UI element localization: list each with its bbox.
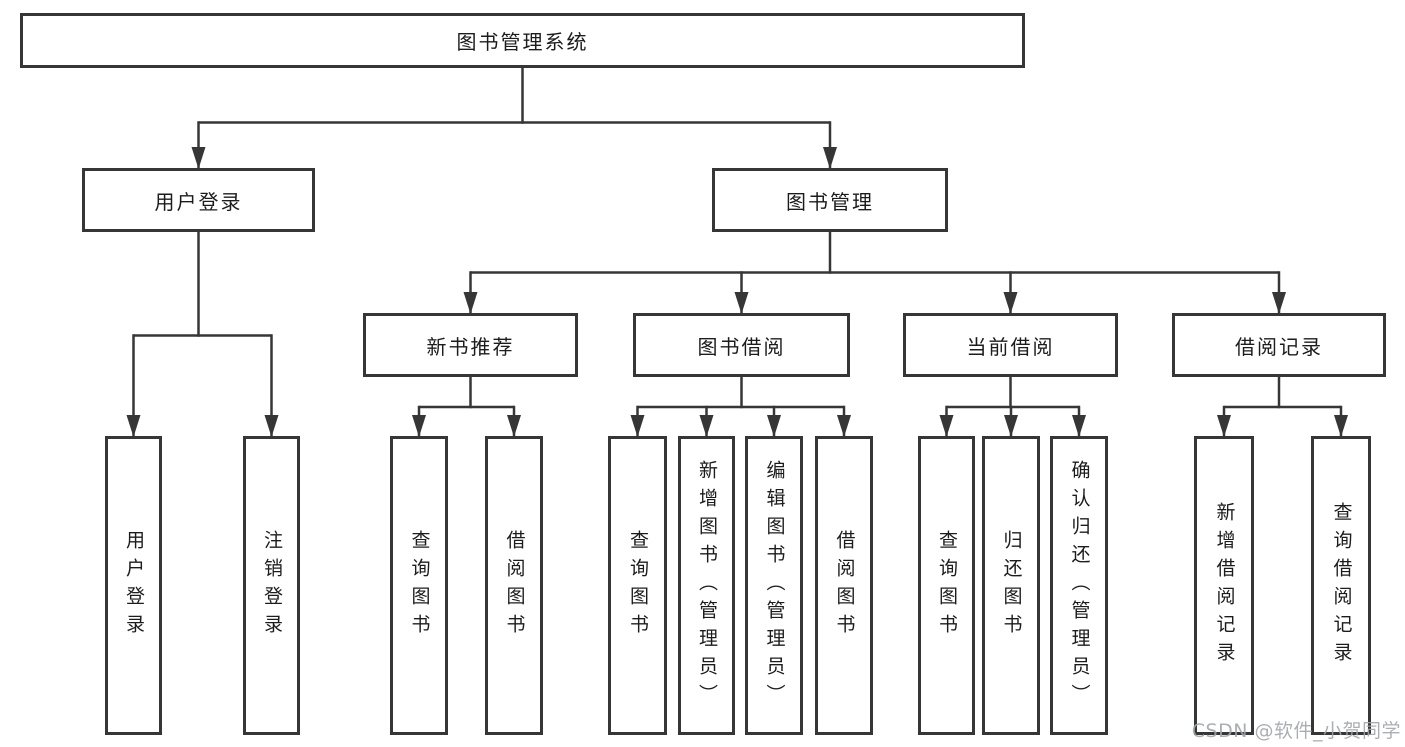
leaf-add-books-admin: 新增图书（管理员） (678, 436, 735, 735)
node-library-system: 图书管理系统 (20, 13, 1025, 68)
node-book-management: 图书管理 (712, 168, 948, 232)
leaf-logout: 注销登录 (243, 436, 300, 735)
node-label: 注销登录 (261, 529, 283, 642)
node-label: 编辑图书（管理员） (763, 459, 786, 712)
leaf-edit-books-admin: 编辑图书（管理员） (745, 436, 803, 735)
node-label: 新增借阅记录 (1213, 501, 1236, 670)
node-book-borrowing: 图书借阅 (633, 313, 850, 377)
node-borrow-records: 借阅记录 (1172, 313, 1386, 377)
node-label: 新增图书（管理员） (696, 459, 718, 712)
node-user-login-branch: 用户登录 (82, 168, 315, 232)
node-label: 查询图书 (408, 529, 431, 642)
leaf-query-books-borrowing: 查询图书 (608, 436, 667, 735)
node-label: 用户登录 (123, 529, 145, 642)
leaf-user-login: 用户登录 (105, 436, 162, 735)
csdn-watermark: CSDN @软件_小贺同学 (1191, 720, 1401, 742)
node-label: 当前借阅 (966, 334, 1055, 359)
node-label: 借阅图书 (833, 529, 856, 642)
node-label: 图书管理 (786, 189, 874, 214)
node-label: 借阅记录 (1235, 334, 1323, 359)
node-label: 归还图书 (1000, 529, 1023, 642)
node-new-book-recommend: 新书推荐 (363, 313, 578, 377)
node-label: 用户登录 (154, 189, 243, 214)
leaf-add-borrow-record: 新增借阅记录 (1194, 436, 1254, 735)
node-label: 查询图书 (627, 529, 649, 642)
leaf-borrow-books: 借阅图书 (815, 436, 873, 735)
leaf-query-borrow-record: 查询借阅记录 (1311, 436, 1371, 735)
node-label: 图书管理系统 (456, 30, 589, 54)
node-label: 图书借阅 (697, 334, 786, 359)
node-current-borrowing: 当前借阅 (903, 313, 1118, 377)
node-label: 新书推荐 (426, 334, 515, 359)
leaf-query-books-recommend: 查询图书 (390, 436, 448, 735)
node-label: 借阅图书 (503, 529, 526, 642)
node-label: 查询借阅记录 (1330, 501, 1353, 670)
leaf-confirm-return-admin: 确认归还（管理员） (1050, 436, 1108, 735)
leaf-return-books: 归还图书 (982, 436, 1040, 735)
leaf-borrow-books-recommend: 借阅图书 (485, 436, 543, 735)
node-label: 确认归还（管理员） (1068, 459, 1091, 712)
node-label: 查询图书 (936, 529, 958, 642)
leaf-query-books-current: 查询图书 (918, 436, 975, 735)
